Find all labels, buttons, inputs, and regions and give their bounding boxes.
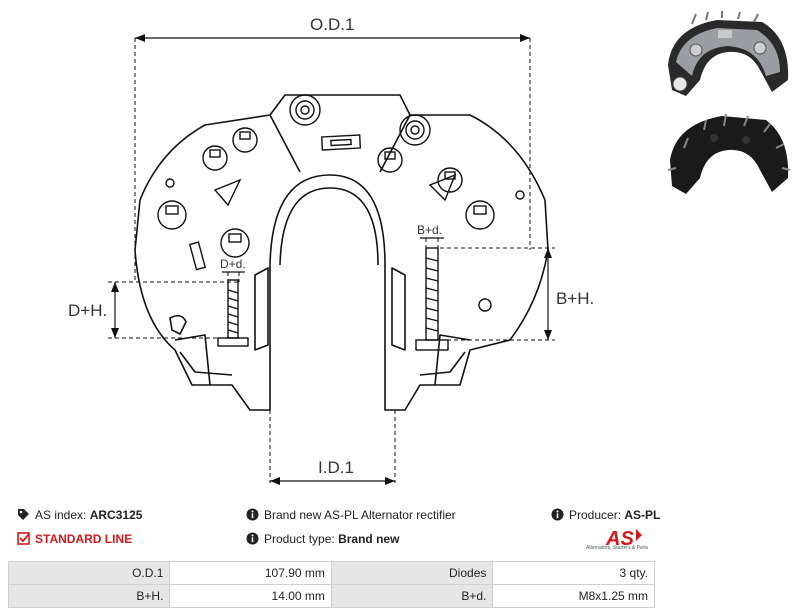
as-pl-logo: AS xyxy=(605,528,642,550)
spec-key: Diodes xyxy=(330,561,494,585)
info-icon xyxy=(246,532,259,545)
spec-value: 14.00 mm xyxy=(169,584,332,608)
spec-value: 3 qty. xyxy=(492,561,655,585)
info-icon xyxy=(551,508,564,521)
od-label: O.D.1 xyxy=(310,15,354,34)
product-type-value: Brand new xyxy=(338,532,400,546)
dd-label: D+d. xyxy=(220,257,246,271)
dh-label: D+H. xyxy=(68,301,107,320)
spec-key: B+d. xyxy=(330,584,494,608)
technical-drawing: O.D.1 I.D.1 D+H. B+H. B+d. D+d. xyxy=(68,15,594,485)
description-row: Brand new AS-PL Alternator rectifier xyxy=(246,508,456,522)
as-index-value: ARC3125 xyxy=(89,508,143,522)
id-label: I.D.1 xyxy=(318,458,354,477)
standard-line-row: STANDARD LINE xyxy=(17,532,132,546)
product-type-row: Product type: Brand new xyxy=(246,532,399,546)
standard-line-label: STANDARD LINE xyxy=(35,532,133,546)
as-index-label: AS index: xyxy=(35,508,87,522)
logo-subtitle: Alternators, Starters & Parts xyxy=(586,545,649,551)
info-icon xyxy=(246,508,259,521)
producer-value: AS-PL xyxy=(624,508,661,522)
table-row: B+H. 14.00 mm B+d. M8x1.25 mm xyxy=(7,584,655,608)
checkbox-icon xyxy=(17,532,30,545)
spec-table: O.D.1 107.90 mm Diodes 3 qty. B+H. 14.00… xyxy=(7,561,655,608)
bh-label: B+H. xyxy=(556,289,594,308)
table-row: O.D.1 107.90 mm Diodes 3 qty. xyxy=(7,561,655,585)
spec-value: 107.90 mm xyxy=(169,561,332,585)
svg-text:AS: AS xyxy=(605,528,634,550)
spec-key: B+H. xyxy=(7,584,171,608)
spec-value: M8x1.25 mm xyxy=(492,584,655,608)
tag-icon xyxy=(18,509,29,520)
producer-row: Producer: AS-PL xyxy=(551,508,660,522)
as-index-row: AS index: ARC3125 xyxy=(17,508,142,522)
description-text: Brand new AS-PL Alternator rectifier xyxy=(264,508,456,522)
product-photo-top xyxy=(668,11,789,96)
producer-label: Producer: xyxy=(569,508,622,522)
rectifier-body-outline xyxy=(134,94,549,411)
product-photo-bottom xyxy=(667,113,791,194)
spec-key: O.D.1 xyxy=(7,561,171,585)
product-type-label: Product type: xyxy=(264,532,335,546)
bd-label: B+d. xyxy=(417,223,442,237)
